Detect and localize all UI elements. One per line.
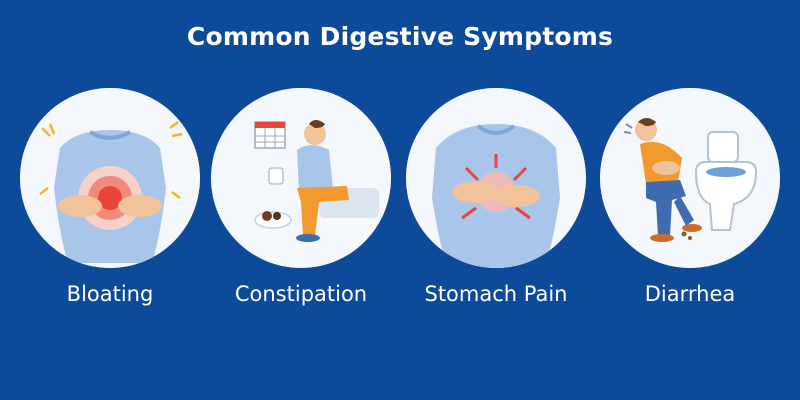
diarrhea-illustration-icon bbox=[600, 88, 780, 268]
symptom-label: Diarrhea bbox=[644, 282, 736, 306]
symptom-card-diarrhea: Diarrhea bbox=[600, 88, 780, 338]
constipation-illustration bbox=[211, 88, 391, 268]
symptom-card-bloating: Bloating bbox=[20, 88, 200, 338]
page-title: Common Digestive Symptoms bbox=[186, 22, 614, 51]
stomach-pain-illustration bbox=[406, 88, 586, 268]
symptom-label: Constipation bbox=[234, 282, 368, 306]
bloating-illustration bbox=[20, 88, 200, 268]
symptom-label: Bloating bbox=[66, 282, 154, 306]
bloating-illustration-icon bbox=[20, 88, 200, 268]
symptom-card-stomach-pain: Stomach Pain bbox=[406, 88, 586, 338]
symptom-label: Stomach Pain bbox=[424, 282, 568, 306]
diarrhea-illustration bbox=[600, 88, 780, 268]
constipation-illustration-icon bbox=[211, 88, 391, 268]
stomach-pain-illustration-icon bbox=[406, 88, 586, 268]
symptom-card-constipation: Constipation bbox=[211, 88, 391, 338]
